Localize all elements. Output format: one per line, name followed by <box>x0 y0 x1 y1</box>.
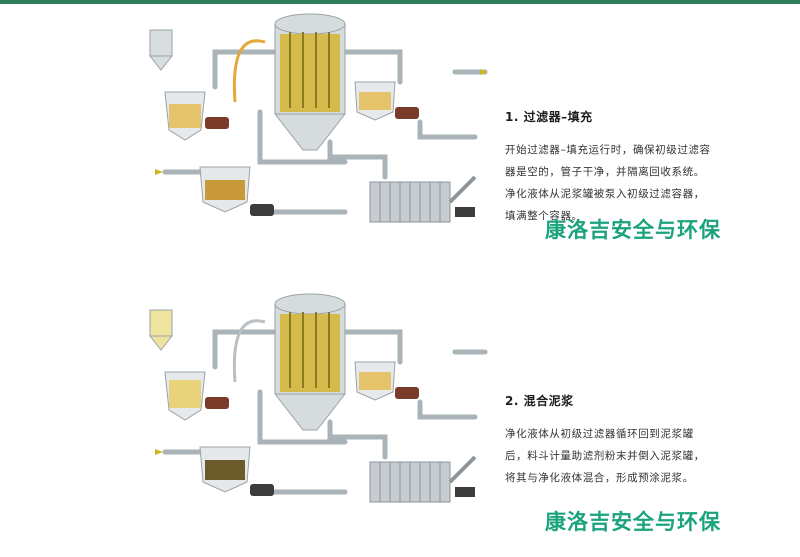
step-2-title: 2. 混合泥浆 <box>505 394 574 408</box>
step-2-description: 净化液体从初级过滤器循环回到泥浆罐后，料斗计量助滤剂粉末并倒入泥浆罐，将其与净化… <box>505 428 705 484</box>
top-accent-bar <box>0 0 800 4</box>
watermark-1: 康洛吉安全与环保 <box>545 218 721 242</box>
step-1-description: 开始过滤器–填充运行时，确保初级过滤容器是空的，管子干净，并隔离回收系统。净化液… <box>505 144 711 222</box>
watermark-2: 康洛吉安全与环保 <box>545 510 721 534</box>
step-1-title: 1. 过滤器–填充 <box>505 110 593 124</box>
step-1-text: 1. 过滤器–填充 开始过滤器–填充运行时，确保初级过滤容器是空的，管子干净，并… <box>505 108 715 227</box>
step-2-text: 2. 混合泥浆 净化液体从初级过滤器循环回到泥浆罐后，料斗计量助滤剂粉末并倒入泥… <box>505 392 715 489</box>
process-diagram-mix-slurry <box>145 292 490 517</box>
process-diagram-filter-fill <box>145 12 490 237</box>
